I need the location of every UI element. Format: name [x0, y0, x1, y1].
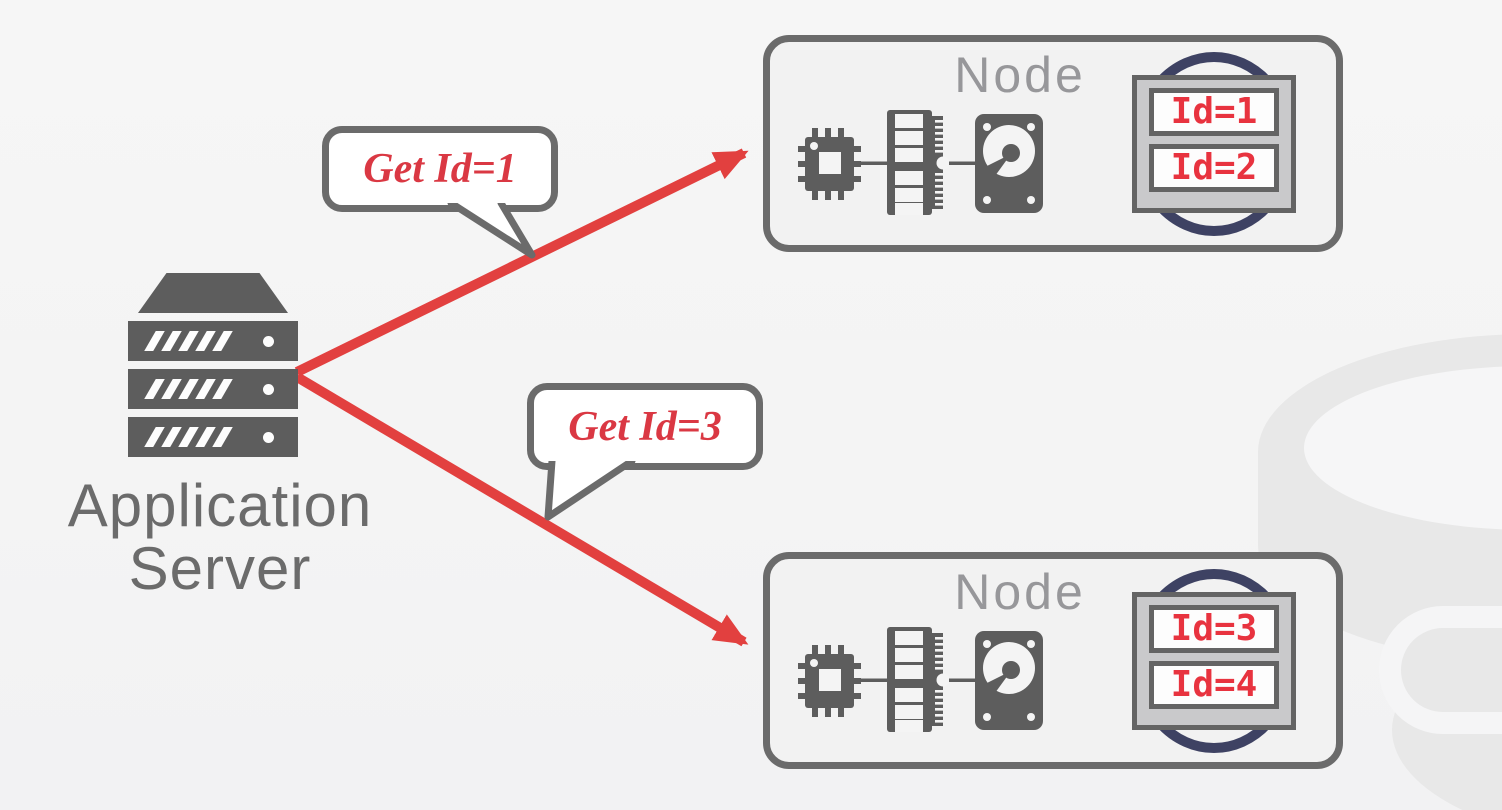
- bus-line: [861, 161, 887, 165]
- rack-vents: [144, 331, 233, 351]
- request-label: Get Id=3: [568, 403, 722, 450]
- bus-line: [949, 161, 975, 165]
- cpu-icon: [798, 645, 861, 717]
- bus-line: [949, 678, 975, 682]
- hardware-icons: [798, 110, 1043, 215]
- record-badge: Id=1: [1149, 88, 1279, 136]
- hardware-icons: [798, 627, 1043, 732]
- application-server-label-line2: Server: [128, 535, 312, 602]
- bus-line: [861, 678, 887, 682]
- request-bubble-1: Get Id=1: [322, 126, 558, 212]
- rack-vents: [144, 427, 233, 447]
- rack-led: [263, 336, 274, 347]
- request-label: Get Id=1: [363, 146, 517, 192]
- record-badge: Id=4: [1149, 661, 1279, 709]
- cpu-icon: [798, 128, 861, 200]
- request-bubble-2: Get Id=3: [527, 383, 763, 470]
- node-label: Node: [954, 564, 1086, 620]
- server-rack-icon: [128, 369, 298, 409]
- node-box-2: Node: [763, 552, 1343, 769]
- application-server-label: Application Server: [30, 474, 410, 600]
- bubble-tail-icon: [447, 203, 536, 259]
- rack-vents: [144, 379, 233, 399]
- server-rack-icon: [128, 321, 298, 361]
- record-table: Id=1 Id=2: [1132, 75, 1296, 213]
- rack-led: [263, 432, 274, 443]
- node-box-1: Node: [763, 35, 1343, 252]
- bubble-tail-icon: [544, 461, 636, 521]
- server-top-icon: [138, 273, 288, 313]
- record-badge: Id=2: [1149, 144, 1279, 192]
- disk-icon: [975, 114, 1043, 213]
- rack-led: [263, 384, 274, 395]
- application-server-icon: [128, 273, 298, 457]
- node-label: Node: [954, 47, 1086, 103]
- memory-icon: [887, 110, 950, 215]
- database-icon: Id=1 Id=2: [1131, 51, 1297, 237]
- application-server-label-line1: Application: [67, 472, 373, 539]
- disk-icon: [975, 631, 1043, 730]
- record-table: Id=3 Id=4: [1132, 592, 1296, 730]
- database-icon: Id=3 Id=4: [1131, 568, 1297, 754]
- memory-icon: [887, 627, 950, 732]
- record-badge: Id=3: [1149, 605, 1279, 653]
- server-rack-icon: [128, 417, 298, 457]
